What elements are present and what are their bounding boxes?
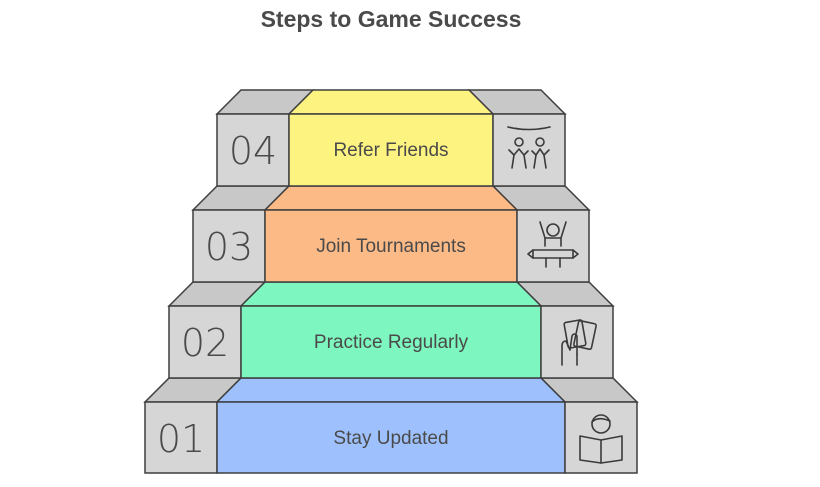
step-02: 02 Practice Regularly bbox=[167, 281, 615, 379]
step-03: 03 Join Tournaments bbox=[191, 185, 591, 283]
step-label: Refer Friends bbox=[333, 140, 448, 161]
step-label: Practice Regularly bbox=[314, 332, 469, 353]
step-label: Join Tournaments bbox=[316, 236, 466, 257]
hand-cards-icon bbox=[561, 319, 597, 366]
two-people-icon bbox=[507, 126, 551, 169]
winner-banner-icon bbox=[527, 221, 579, 268]
reading-book-icon bbox=[579, 414, 623, 464]
step-number: 02 bbox=[181, 321, 229, 365]
step-number: 04 bbox=[229, 129, 277, 173]
step-number: 01 bbox=[157, 417, 205, 461]
step-04: 04 Refer Friends bbox=[215, 89, 567, 187]
step-01: 01 Stay Updated bbox=[143, 377, 639, 474]
step-number: 03 bbox=[205, 225, 253, 269]
step-label: Stay Updated bbox=[333, 428, 448, 449]
page-title: Steps to Game Success bbox=[260, 6, 522, 32]
